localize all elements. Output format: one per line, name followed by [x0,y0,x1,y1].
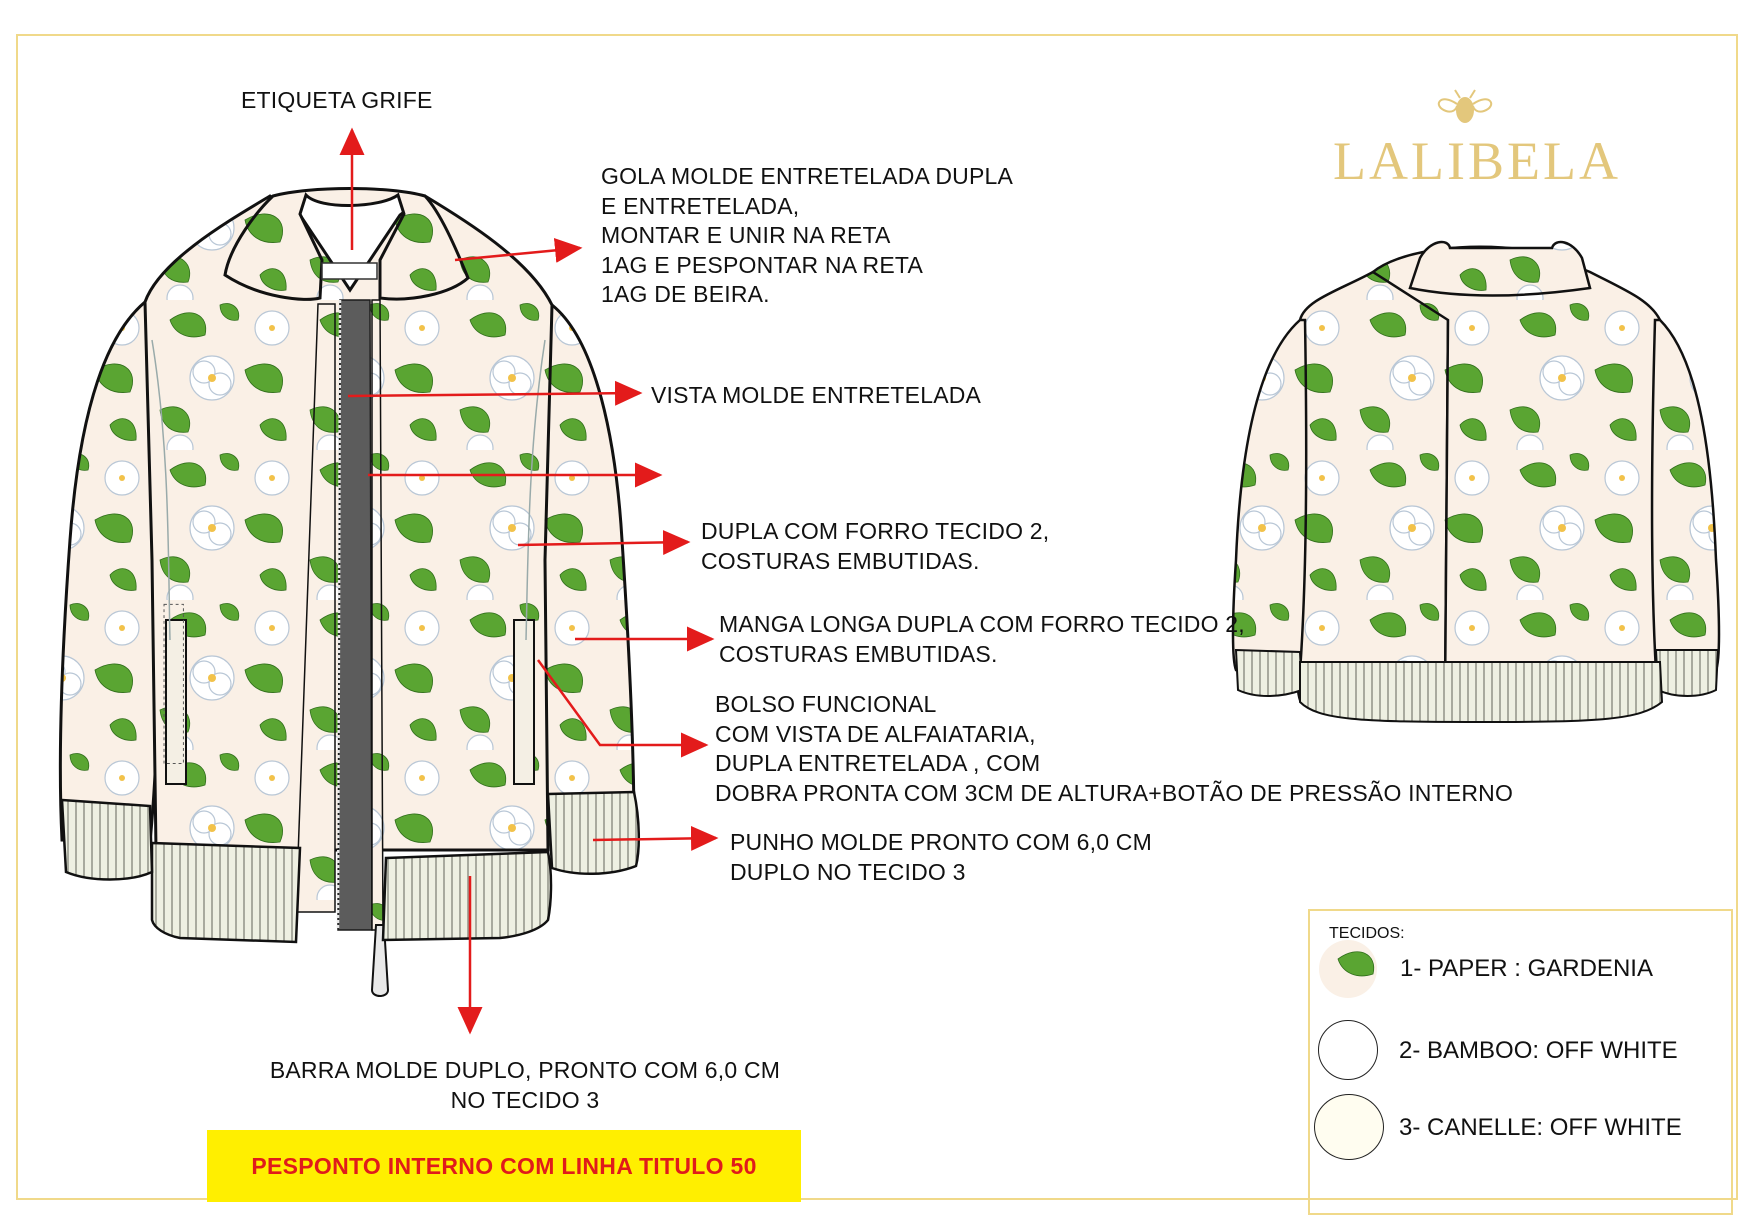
note-banner: PESPONTO INTERNO COM LINHA TITULO 50 [207,1130,801,1202]
fabric-label-2: 2- BAMBOO: OFF WHITE [1399,1037,1678,1064]
fabric-swatch-floral [1318,939,1378,999]
annotation-punho: PUNHO MOLDE PRONTO COM 6,0 CM DUPLO NO T… [730,829,1152,885]
annotation-vista: VISTA MOLDE ENTRETELADA [651,382,982,408]
front-jacket [58,187,641,997]
annotation-arrows [339,127,719,1035]
annotation-gola: GOLA MOLDE ENTRETELADA DUPLA E ENTRETELA… [601,163,1014,307]
annotation-etiqueta: ETIQUETA GRIFE [241,87,433,113]
fabric-label-1: 1- PAPER : GARDENIA [1400,955,1653,982]
annotation-dupla: DUPLA COM FORRO TECIDO 2, COSTURAS EMBUT… [701,518,1050,574]
note-banner-text: PESPONTO INTERNO COM LINHA TITULO 50 [251,1152,757,1179]
annotation-manga: MANGA LONGA DUPLA COM FORRO TECIDO 2, CO… [719,611,1245,667]
back-jacket [1231,240,1721,724]
annotation-barra: BARRA MOLDE DUPLO, PRONTO COM 6,0 CM NO … [269,1057,781,1113]
fabric-swatch-bamboo [1318,1020,1378,1080]
annotation-bolso: BOLSO FUNCIONAL COM VISTA DE ALFAIATARIA… [715,691,1514,806]
fabric-swatch-canelle [1314,1094,1384,1160]
brand-name: LALIBELA [1333,131,1621,191]
fabric-legend-title: TECIDOS: [1329,925,1405,942]
fabric-label-3: 3- CANELLE: OFF WHITE [1399,1114,1682,1141]
page-frame [16,34,1738,1200]
